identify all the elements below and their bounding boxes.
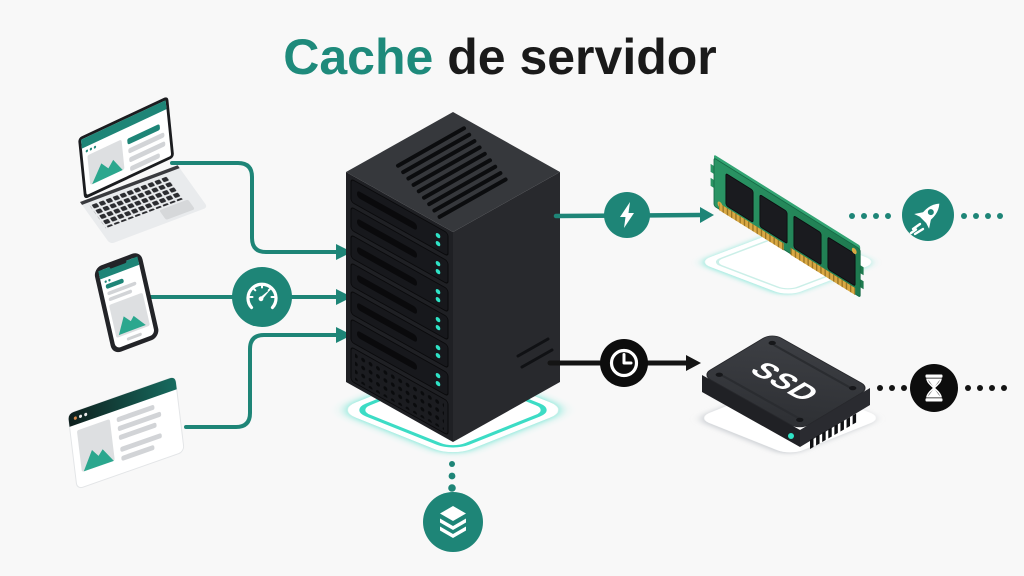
- lightning-icon: [604, 192, 650, 238]
- smartphone-icon: [94, 253, 159, 353]
- rocket-icon: [902, 189, 954, 241]
- ssd-connector-pins: [810, 413, 857, 449]
- arrowhead: [336, 289, 352, 305]
- hourglass-icon: [910, 364, 958, 412]
- laptop-trackpad: [159, 199, 195, 220]
- request-line-browser: [184, 327, 352, 429]
- server-tower: [346, 112, 560, 442]
- ram-module: [710, 155, 864, 297]
- server-side-face: [453, 172, 560, 442]
- request-line-laptop: [170, 161, 352, 260]
- ram-chip: [725, 173, 754, 223]
- server-drive-bays: [350, 179, 449, 435]
- mountain-graphic: [83, 449, 114, 472]
- phone-header: [98, 256, 140, 280]
- layers-icon: [423, 492, 483, 552]
- ram-dotted-line: [849, 213, 1003, 219]
- arrowhead: [336, 244, 352, 260]
- laptop-keyboard: [80, 165, 207, 244]
- page-title: Cache de servidor: [283, 29, 717, 85]
- browser-window-icon: [68, 377, 185, 489]
- title-rest: de servidor: [433, 29, 716, 85]
- webpage-header: [81, 100, 167, 149]
- ssd-side-left: [702, 375, 800, 447]
- mountain-graphic: [92, 159, 123, 185]
- window-dot: [73, 416, 77, 420]
- window-dot: [79, 414, 83, 418]
- laptop-keys: [89, 175, 185, 229]
- home-bar: [126, 332, 142, 341]
- ssd-drive: SSD: [702, 335, 870, 449]
- arrowhead: [686, 355, 701, 371]
- mountain-graphic: [118, 315, 146, 336]
- rocket-speed-lines: [909, 222, 925, 236]
- laptop-icon: [78, 97, 207, 244]
- ssd-side-right: [800, 388, 870, 447]
- arrowhead: [700, 207, 714, 223]
- ssd-led: [788, 433, 794, 439]
- server-side-grooves: [516, 337, 554, 369]
- window-dot: [84, 412, 88, 417]
- ssd-dotted-line: [877, 385, 1007, 391]
- cache-dotted-line: [448, 461, 456, 492]
- arrowhead: [336, 327, 352, 343]
- ssd-top-face: SSD: [706, 335, 866, 428]
- ram-chip: [759, 194, 788, 244]
- laptop-screen: [78, 97, 174, 199]
- clock-icon: [600, 339, 648, 387]
- browser-titlebar: [68, 377, 177, 427]
- title-highlight: Cache: [283, 29, 433, 85]
- phone-notch: [109, 259, 127, 269]
- ram-chip: [793, 216, 822, 265]
- speedometer-icon: [232, 267, 292, 327]
- server-top-vents: [396, 126, 508, 219]
- ram-chip: [827, 237, 856, 286]
